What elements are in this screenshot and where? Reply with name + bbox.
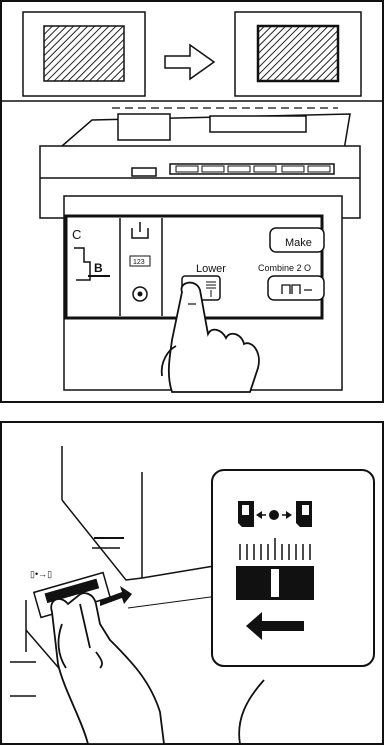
slider-zoom-callout xyxy=(212,470,374,666)
dot-icon xyxy=(256,510,292,520)
copy-image-area xyxy=(258,26,338,81)
panel-1: C B 123 Make Lower xyxy=(1,1,383,402)
make-label: Make xyxy=(285,237,312,249)
copy-page-icon xyxy=(296,501,312,527)
copier-top xyxy=(62,114,350,150)
make-button[interactable]: Make xyxy=(270,228,324,252)
combine-button[interactable] xyxy=(268,276,324,300)
label-c: C xyxy=(72,227,81,242)
label-b: B xyxy=(94,261,103,275)
combine-label: Combine 2 O xyxy=(258,263,311,273)
original-image-area xyxy=(44,26,124,81)
document-feeder xyxy=(118,114,170,140)
original-page-icon xyxy=(238,501,254,527)
svg-text:▯•→▯: ▯•→▯ xyxy=(30,569,52,579)
platen-cover xyxy=(210,116,306,132)
lower-label: Lower xyxy=(196,263,226,275)
panel-2: ▯•→▯ xyxy=(1,422,383,744)
slider-knob xyxy=(271,569,279,597)
counter-label: 123 xyxy=(133,259,145,266)
